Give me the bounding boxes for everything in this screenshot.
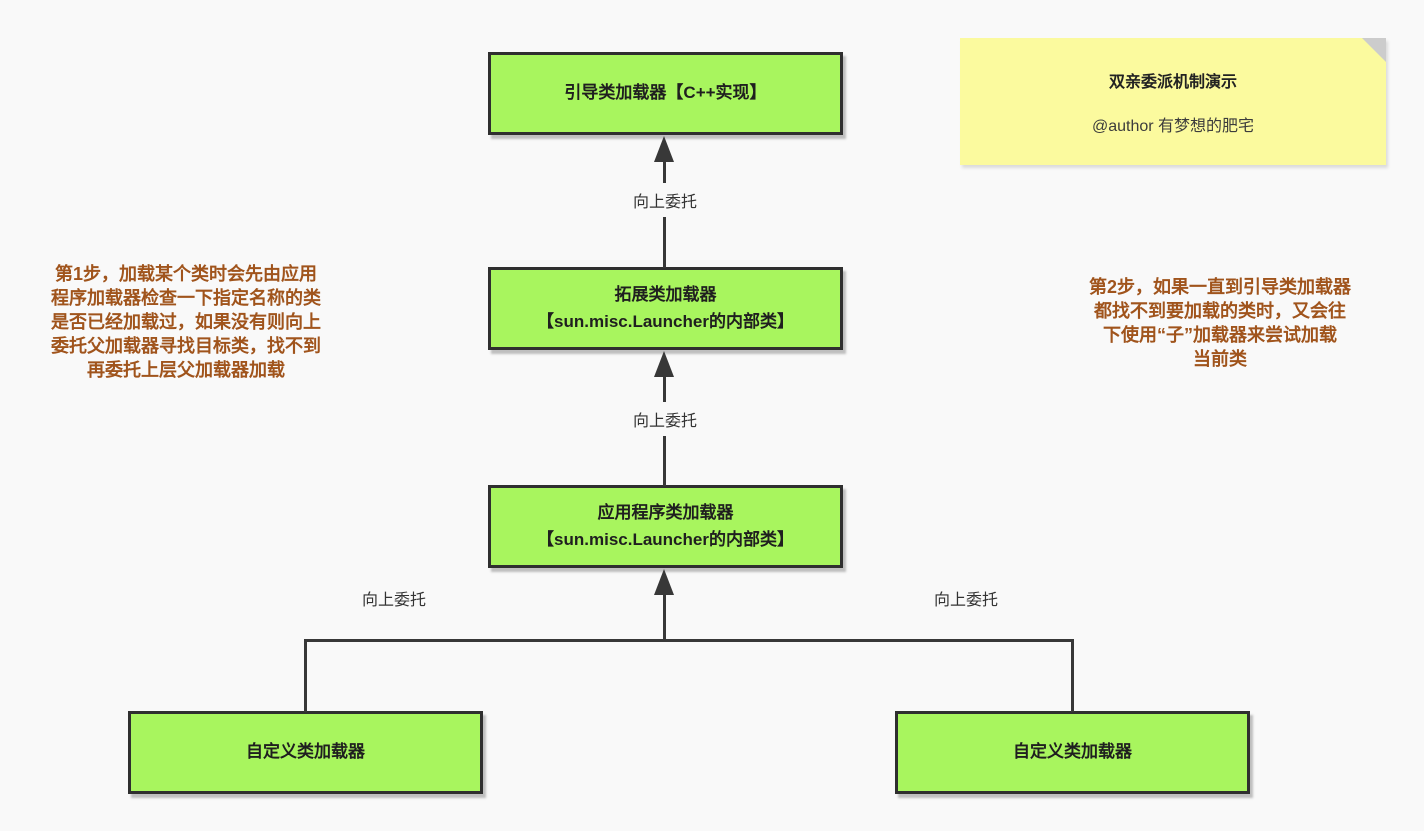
edge-label-delegate-up-bottom-left: 向上委托 (352, 581, 436, 615)
arrow-up-icon (654, 351, 674, 377)
annotation-step2: 第2步，如果一直到引导类加载器 都找不到要加载的类时，又会往 下使用“子”加载器… (1088, 277, 1351, 369)
edge-label-delegate-up-bottom-right: 向上委托 (924, 581, 1008, 615)
arrow-up-icon (654, 569, 674, 595)
annotation-step1: 第1步，加载某个类时会先由应用 程序加载器检查一下指定名称的类 是否已经加载过，… (51, 264, 321, 380)
edge-label-delegate-up-top: 向上委托 (623, 183, 707, 217)
node-bootstrap-classloader: 引导类加载器【C++实现】 (488, 52, 843, 135)
note-author: @author 有梦想的肥宅 (1091, 117, 1255, 135)
node-extension-classloader: 拓展类加载器 【sun.misc.Launcher的内部类】 (488, 267, 843, 350)
connector-custom-right-stub (1071, 639, 1074, 712)
sticky-note: 双亲委派机制演示 @author 有梦想的肥宅 (960, 38, 1386, 165)
connector-horizontal-bus (304, 639, 1074, 642)
arrow-up-icon (654, 136, 674, 162)
connector-custom-left-stub (304, 639, 307, 712)
node-custom-classloader-right: 自定义类加载器 (895, 711, 1250, 794)
node-custom-classloader-left: 自定义类加载器 (128, 711, 483, 794)
node-application-classloader: 应用程序类加载器 【sun.misc.Launcher的内部类】 (488, 485, 843, 568)
note-folded-corner (1362, 38, 1386, 62)
edge-label-delegate-up-middle: 向上委托 (623, 402, 707, 436)
note-title: 双亲委派机制演示 (1108, 73, 1237, 91)
connector-custom-to-application (663, 590, 666, 642)
